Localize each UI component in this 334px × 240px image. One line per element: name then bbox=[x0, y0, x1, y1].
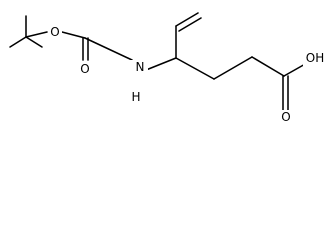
bond-alpha-to-chain bbox=[175, 57, 215, 80]
nh-bg bbox=[128, 60, 148, 82]
n-amide-label: N bbox=[136, 60, 145, 74]
h-amide-label: H bbox=[131, 90, 140, 104]
bond-chain-to-acid-carbon bbox=[251, 56, 285, 77]
bond-carbonyl-to-nitrogen bbox=[84, 37, 133, 61]
o-ester-label: O bbox=[50, 25, 59, 39]
carboxylic-acid-group bbox=[282, 62, 308, 112]
bond-tbu-methyl-left bbox=[9, 36, 27, 48]
bond-chain-ch2-ch2 bbox=[213, 56, 253, 80]
o-acid-bg bbox=[279, 110, 293, 124]
tert-butyl-group bbox=[9, 15, 48, 48]
bond-vinyl-double-a bbox=[175, 12, 199, 27]
bond-vinyl-double-b bbox=[178, 17, 202, 32]
bond-nitrogen-to-alpha-carbon bbox=[145, 57, 177, 71]
bond-tbu-to-ester-oxygen bbox=[25, 31, 48, 38]
carbamate-group bbox=[61, 31, 133, 61]
bond-ester-oxygen-to-carbonyl bbox=[61, 31, 86, 39]
atom-labels: O O N H OH O bbox=[48, 25, 327, 124]
oh-bg bbox=[303, 50, 327, 66]
o-carbamate-label: O bbox=[80, 62, 89, 76]
o-acid-label: O bbox=[281, 110, 290, 124]
oh-label: OH bbox=[306, 51, 324, 65]
o-carbamate-bg bbox=[78, 61, 92, 75]
carbon-backbone bbox=[145, 12, 285, 80]
bond-tbu-methyl-right bbox=[25, 36, 43, 48]
o-ester-bg bbox=[48, 26, 62, 40]
chemical-structure: O O N H OH O bbox=[9, 12, 327, 124]
